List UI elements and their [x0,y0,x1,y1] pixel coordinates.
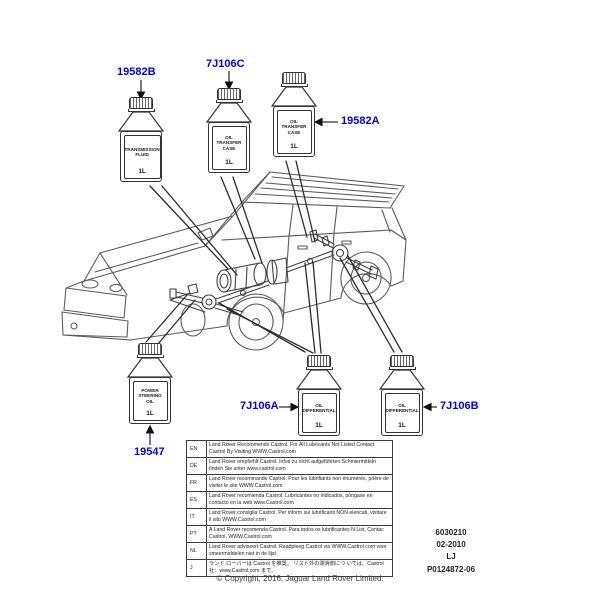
recommendation-text: Land Rover recomienda Castrol. Lubricant… [206,491,393,510]
doc-number: 6030210 [435,528,467,537]
bottle-volume: 1L [290,143,298,150]
bottle-shoulder [118,112,164,132]
doc-date: 02-2010 [436,540,466,550]
doc-model: LJ [446,552,456,562]
callout-arrows [136,71,437,445]
arrow-19547 [145,424,155,445]
bottle-shoulder [379,370,425,390]
part-number-19547[interactable]: 19547 [134,446,165,458]
lang-code: FR [186,474,207,493]
recommendation-text: ランド ローバーは Castrol を推奨。 リスト外の潤滑剤につ いては、Ca… [206,559,393,578]
lang-code: EN [186,439,207,459]
bottle-volume: 1L [398,422,406,429]
bottle-cap [282,72,306,84]
lang-code: ES [186,491,207,510]
copyright-notice: © Copyright, 2016. Jaguar Land Rover Lim… [216,574,384,583]
bottle-shoulder [271,87,317,107]
leader-lines [145,160,403,354]
bottle-volume: 1L [315,422,323,429]
arrow-19582A [313,117,338,127]
bottle-cap [138,343,162,355]
bottle-shoulder [127,358,173,378]
bottle-volume: 1L [225,159,233,166]
part-number-19582B[interactable]: 19582B [117,66,156,78]
vehicle-outline [61,171,407,351]
arrow-7J106A [279,402,300,412]
lang-code: IT [186,508,207,527]
recommendation-text: A Land Rover recomenda Castrol. Para tod… [206,525,393,544]
part-number-7J106C[interactable]: 7J106C [206,58,245,70]
arrow-7J106C [224,71,234,91]
bottle-cap [217,88,241,100]
arrow-7J106B [422,402,437,412]
lang-code: PT [186,525,207,544]
recommendation-text: Land Rover Recommends Castrol. For All L… [206,439,393,459]
arrow-19582B [136,80,146,101]
lang-code: NL [186,542,207,561]
bottle-shoulder [206,103,252,123]
bottle-cap [307,355,331,367]
part-number-19582A[interactable]: 19582A [341,115,380,127]
recommendation-text: Land Rover adviseert Castrol. Raadpleeg … [206,542,393,561]
doc-reference: P0124872-06 [426,564,476,574]
recommendation-text: Land Rover empfiehlt Castrol. Infos zu n… [206,457,393,476]
document-info: 6030210 02-2010 LJ P0124872-06 [404,527,498,576]
bottle-cap [129,97,153,109]
part-number-7J106B[interactable]: 7J106B [440,400,479,412]
bottle-cap [390,355,414,367]
bottle-volume: 1L [138,168,146,175]
drivetrain [169,229,379,317]
bottle-volume: 1L [146,410,154,417]
recommendation-text: Land Rover recommande Castrol. Pour les … [206,474,393,493]
lang-code: DE [186,457,207,476]
recommendation-text: Land Rover consiglia Castrol. Per inform… [206,508,393,527]
part-number-7J106A[interactable]: 7J106A [240,400,279,412]
bottle-shoulder [296,370,342,390]
